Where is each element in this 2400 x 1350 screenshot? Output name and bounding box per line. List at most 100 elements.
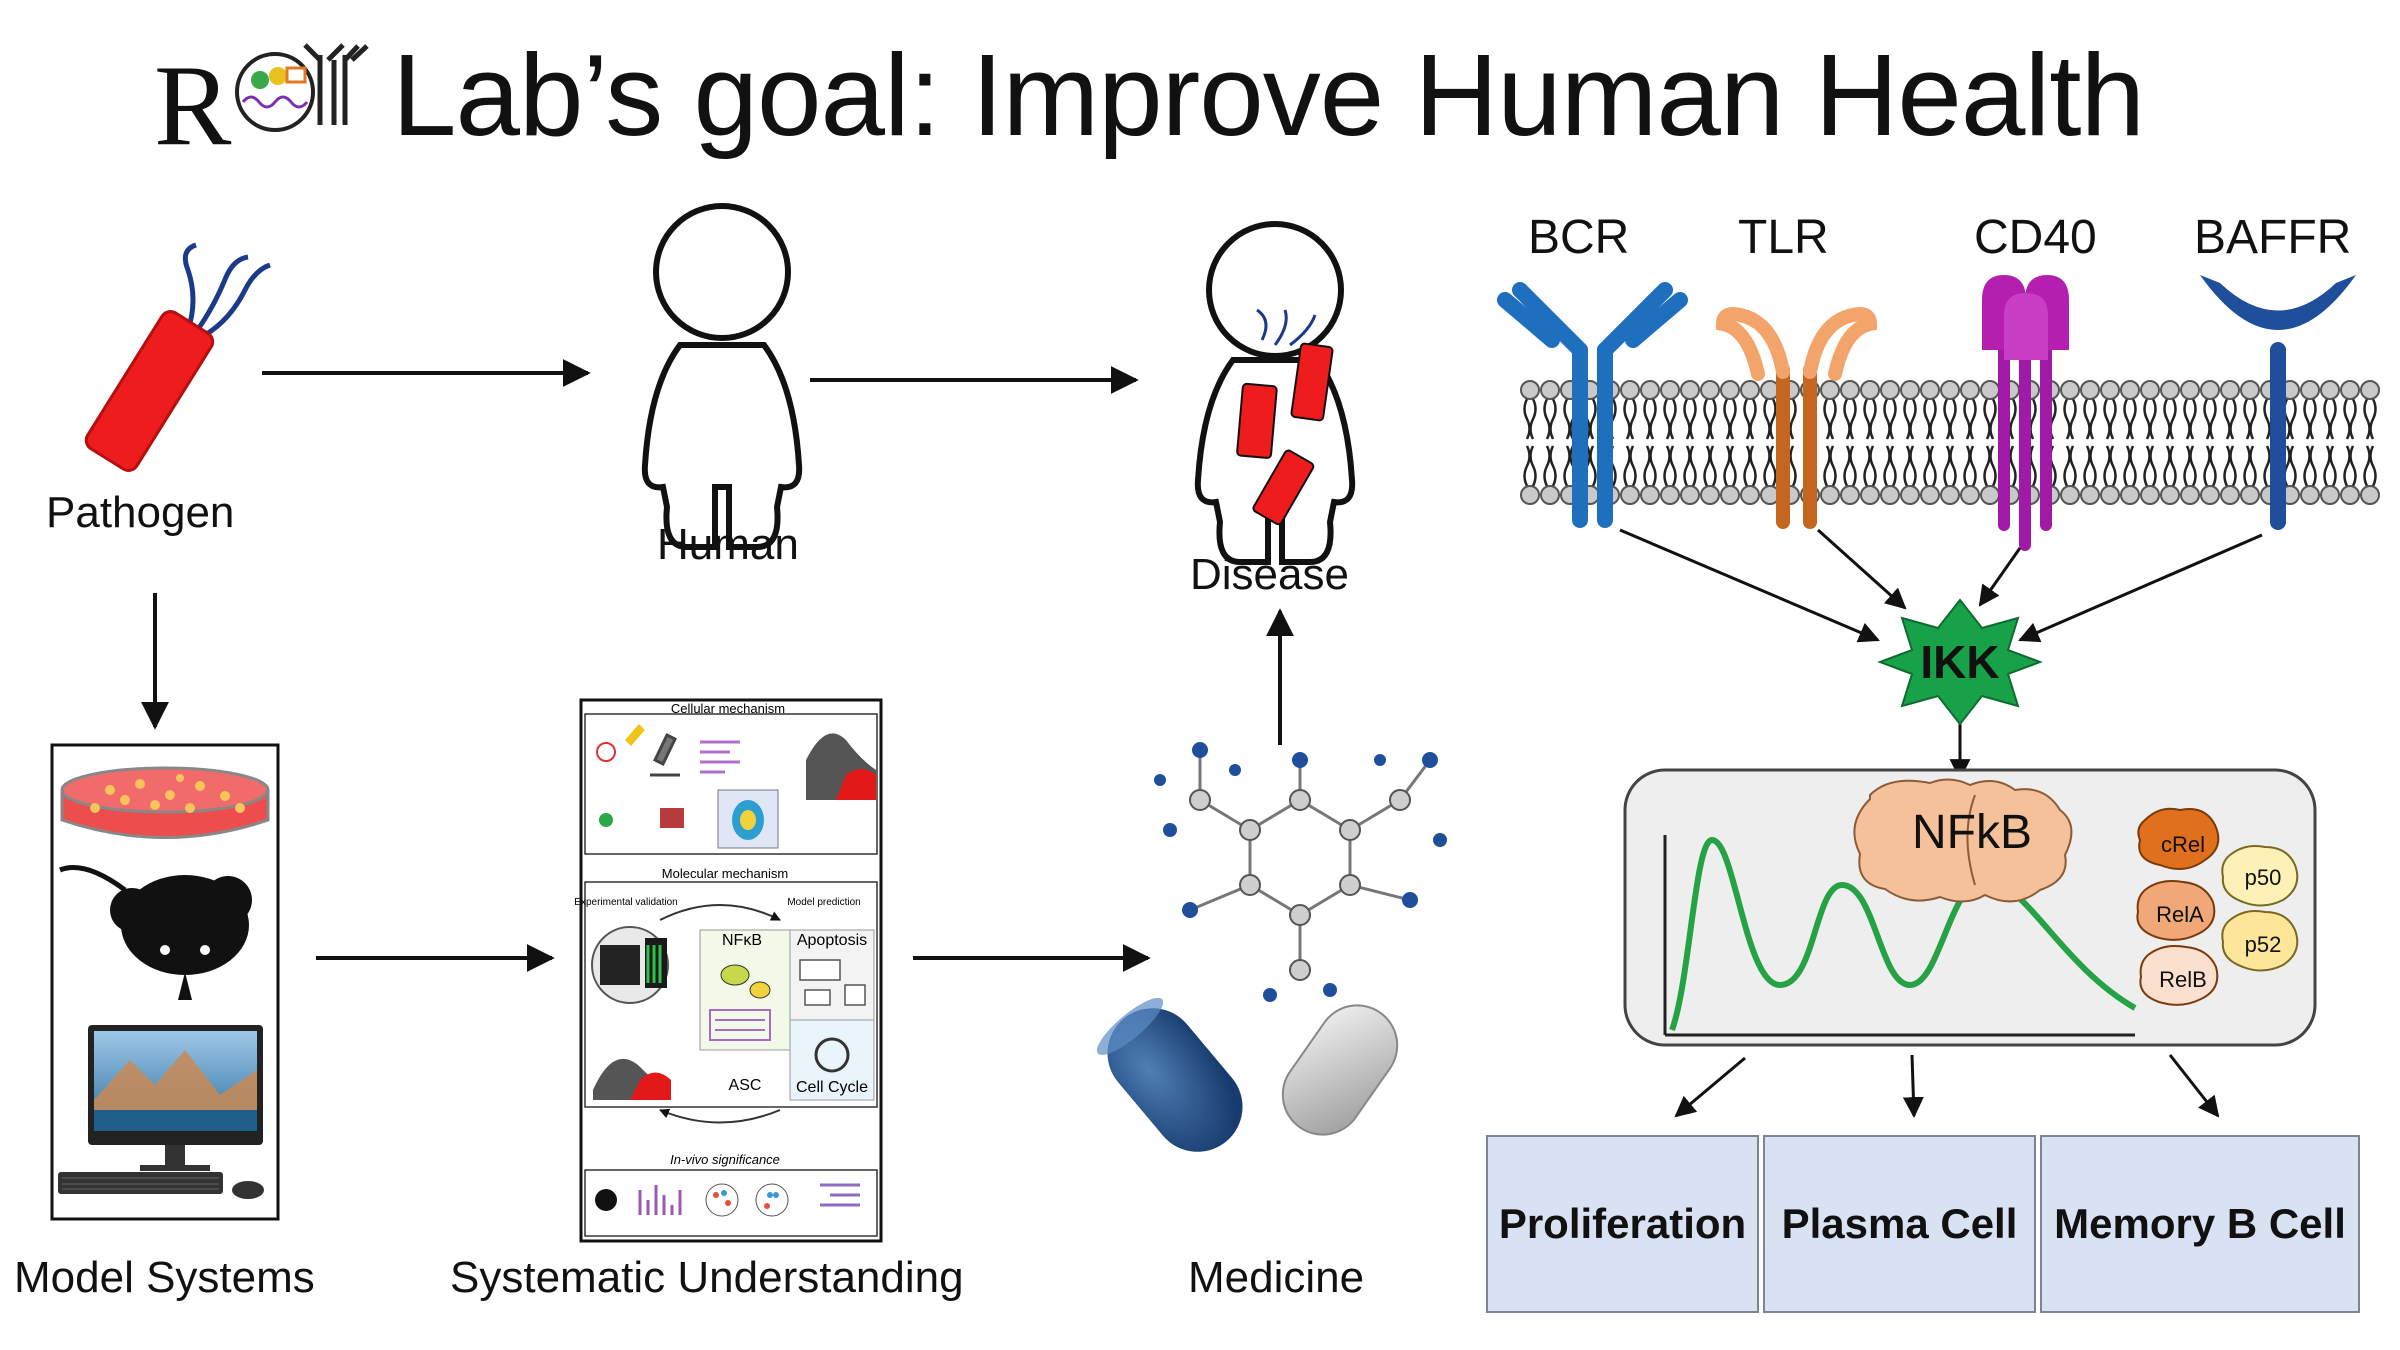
lipid-head [1960,380,1980,400]
bcr-receptor [1497,282,1688,528]
lipid-head [2080,380,2100,400]
cd40-receptor [1982,275,2069,551]
lipid-head [1940,485,1960,505]
lipid-tail [1723,398,1737,440]
computer-icon [58,1025,264,1199]
page-title: Lab’s goal: Improve Human Health [392,30,2145,160]
fig-cellular-label: Cellular mechanism [671,701,785,716]
lipid-head [2080,485,2100,505]
lipid-head [2060,380,2080,400]
lipid-head [1700,380,1720,400]
lipid-tail [2323,445,2337,487]
outcome-arrows [1674,1054,2220,1119]
mouse-icon [59,865,252,1000]
lipid-tail [2203,398,2217,440]
lipid-tail [2123,398,2137,440]
model-systems-panel [50,743,280,1221]
receptor-ikk-arrows [1619,528,2263,781]
outcome-memory-b-cell: Memory B Cell [2040,1135,2360,1313]
lipid-tail [1843,398,1857,440]
lipid-tail [1763,398,1777,440]
lipid-tail [1523,398,1537,440]
label-cd40: CD40 [1974,211,2097,264]
lipid-head [2100,485,2120,505]
lipid-tail [1943,445,1957,487]
lipid-tail [1523,445,1537,487]
lipid-tail [2083,445,2097,487]
lipid-head [1840,380,1860,400]
lipid-tail [1703,398,1717,440]
lipid-tail [2183,398,2197,440]
outcome-proliferation: Proliferation [1486,1135,1759,1313]
label-tlr: TLR [1738,211,1829,264]
ikk-node [1877,598,2043,726]
lipid-tail [2243,398,2257,440]
lipid-head [2120,485,2140,505]
lipid-tail [2343,398,2357,440]
lipid-head [1820,485,1840,505]
lipid-head [2200,485,2220,505]
lipid-head [1620,485,1640,505]
human-figure [641,203,803,550]
lipid-head [1740,380,1760,400]
lipid-tail [1863,445,1877,487]
lipid-tail [1903,398,1917,440]
lipid-tail [1743,445,1757,487]
lipid-head [2340,485,2360,505]
lipid-head [1920,380,1940,400]
lipid-tail [1863,398,1877,440]
lipid-tail [2083,398,2097,440]
lipid-head [1700,485,1720,505]
lipid-head [1680,485,1700,505]
lipid-tail [2143,445,2157,487]
pathogen-icon [84,242,271,472]
workflow-arrows [141,359,1294,972]
lipid-tail [2143,398,2157,440]
label-systematic-understanding: Systematic Understanding [450,1253,964,1302]
lipid-tail [1963,445,1977,487]
logo-dna [241,95,309,109]
lipid-head [1720,380,1740,400]
lipid-tail [1543,445,1557,487]
svg-text:RelB: RelB [2159,967,2207,992]
cell-membrane [1520,380,2380,505]
lipid-tail [2103,398,2117,440]
lipid-head [2220,380,2240,400]
svg-text:RelA: RelA [2156,902,2204,927]
label-bcr: BCR [1528,211,1630,264]
lipid-tail [1643,398,1657,440]
lipid-head [1860,380,1880,400]
lipid-tail [2223,445,2237,487]
lipid-tail [1663,398,1677,440]
lipid-head [1980,485,2000,505]
tlr-receptor [1715,306,1878,529]
lipid-head [2140,380,2160,400]
lipid-tail [2223,398,2237,440]
lipid-tail [1963,398,1977,440]
lipid-head [1540,485,1560,505]
nfkb-panel: NFkB cRel p50 RelA p52 RelB [1623,768,2317,1047]
outcome-plasma-cell: Plasma Cell [1763,1135,2036,1313]
lipid-tail [1883,398,1897,440]
lipid-head [2220,485,2240,505]
svg-text:p50: p50 [2245,865,2282,890]
lipid-tail [1643,445,1657,487]
lipid-tail [2343,445,2357,487]
lipid-head [1720,485,1740,505]
lipid-head [1620,380,1640,400]
baffr-receptor [2200,275,2356,530]
label-medicine: Medicine [1188,1253,1365,1302]
lipid-head [2360,380,2380,400]
subunit-p52: p52 [2221,910,2299,972]
lipid-head [2200,380,2220,400]
lipid-head [1660,380,1680,400]
lipid-tail [2243,445,2257,487]
lipid-head [1900,380,1920,400]
fig-apoptosis-label: Apoptosis [797,932,867,949]
lipid-head [2060,485,2080,505]
lipid-tail [1983,398,1997,440]
lipid-tail [1763,445,1777,487]
fig-cell-cycle-label: Cell Cycle [796,1079,868,1096]
lipid-head [2300,485,2320,505]
